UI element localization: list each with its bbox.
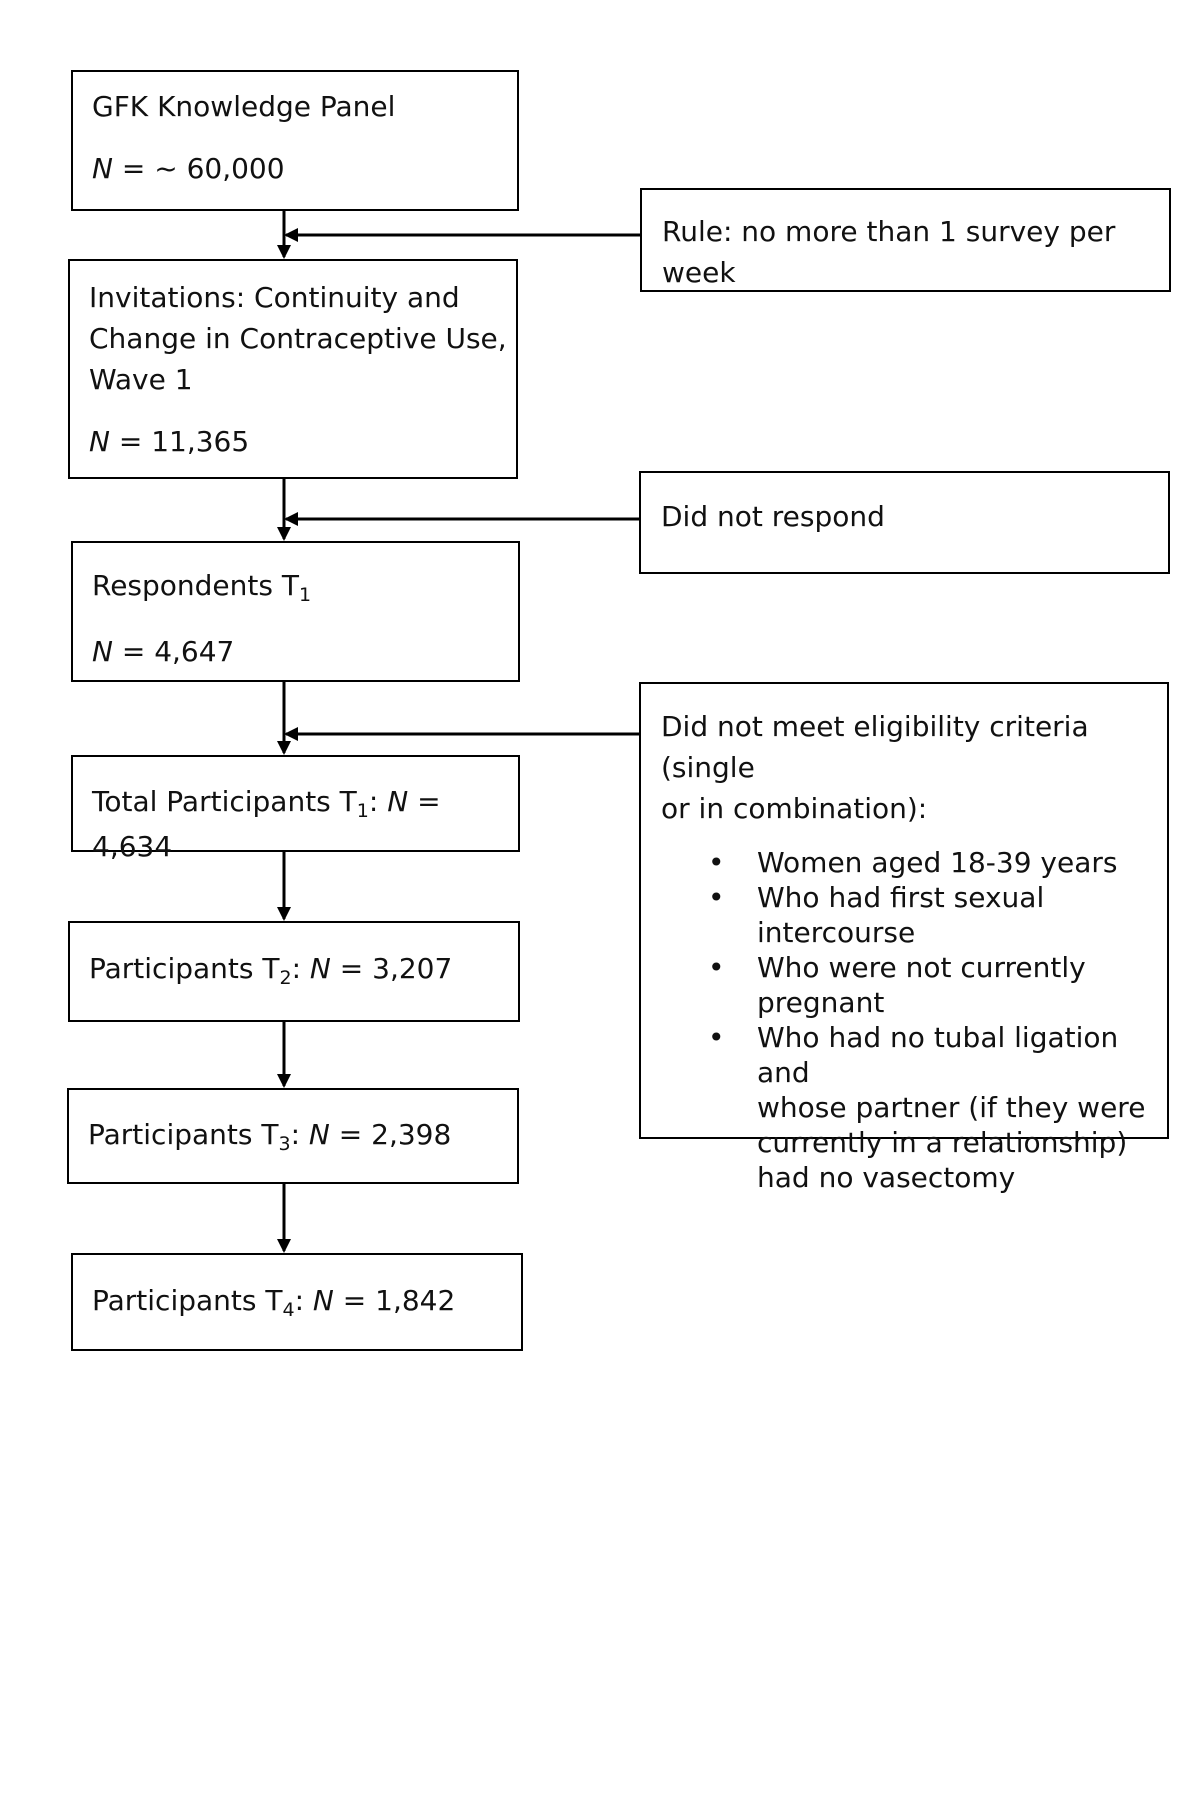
bullet-icon: • — [708, 881, 725, 914]
bullet-icon: • — [708, 1021, 725, 1054]
respondents-box: Respondents T1 N = 4,647 — [71, 541, 520, 682]
criterion-line: Who were not currently — [757, 951, 1086, 984]
criterion-line: currently in a relationship) — [757, 1126, 1128, 1159]
participants-t2-box: Participants T2: N = 3,207 — [68, 921, 520, 1022]
criterion-line: intercourse — [757, 916, 916, 949]
eligibility-criteria-list: • Women aged 18-39 years • Who had first… — [661, 845, 1167, 1195]
criterion-line: Who had no tubal ligation and — [757, 1021, 1119, 1089]
eligibility-heading-2: or in combination): — [661, 792, 928, 825]
invitations-count: N = 11,365 — [89, 425, 250, 458]
rule-note-text: Rule: no more than 1 survey per week — [662, 215, 1116, 289]
criterion-line: had no vasectomy — [757, 1161, 1016, 1194]
criterion-line: pregnant — [757, 986, 885, 1019]
criterion-line: Women aged 18-39 years — [757, 846, 1118, 879]
bullet-icon: • — [708, 951, 725, 984]
no-response-note-box: Did not respond — [639, 471, 1170, 574]
invitations-line-3: Wave 1 — [89, 363, 193, 396]
criterion-item: • Who had no tubal ligation and whose pa… — [661, 1020, 1167, 1195]
eligibility-note-box: Did not meet eligibility criteria (singl… — [639, 682, 1169, 1194]
eligibility-heading-1: Did not meet eligibility criteria (singl… — [661, 710, 1089, 784]
participants-t4-label: Participants T4: N = 1,842 — [92, 1284, 456, 1321]
invitations-line-1: Invitations: Continuity and — [89, 281, 460, 314]
participants-t2-label: Participants T2: N = 3,207 — [89, 952, 453, 989]
no-response-note-text: Did not respond — [661, 500, 885, 533]
panel-count: N = ~ 60,000 — [92, 152, 285, 185]
criterion-item: • Who had first sexual intercourse — [661, 880, 1167, 950]
participants-t4-box: Participants T4: N = 1,842 — [71, 1253, 523, 1351]
panel-box: GFK Knowledge Panel N = ~ 60,000 — [71, 70, 519, 211]
total-participants-label: Total Participants T1: N = 4,634 — [92, 785, 441, 863]
rule-note-box: Rule: no more than 1 survey per week — [640, 188, 1171, 292]
participants-t3-box: Participants T3: N = 2,398 — [67, 1088, 519, 1184]
panel-title: GFK Knowledge Panel — [92, 90, 396, 123]
respondents-count: N = 4,647 — [92, 635, 235, 668]
participants-t3-label: Participants T3: N = 2,398 — [88, 1118, 452, 1155]
criterion-item: • Women aged 18-39 years — [661, 845, 1167, 880]
respondents-title: Respondents T1 — [92, 569, 312, 606]
invitations-line-2: Change in Contraceptive Use, — [89, 322, 507, 355]
invitations-box: Invitations: Continuity and Change in Co… — [68, 259, 518, 479]
criterion-item: • Who were not currently pregnant — [661, 950, 1167, 1020]
bullet-icon: • — [708, 846, 725, 879]
criterion-line: Who had first sexual — [757, 881, 1045, 914]
total-participants-box: Total Participants T1: N = 4,634 — [71, 755, 520, 863]
criterion-line: whose partner (if they were — [757, 1091, 1146, 1124]
